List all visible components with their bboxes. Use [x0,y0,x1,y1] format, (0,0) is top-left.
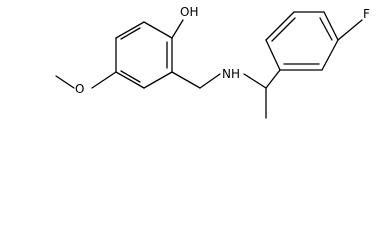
amine-label: NH [222,67,240,81]
fluorine-label: F [363,7,370,21]
fluorophenyl-ring [265,11,339,71]
double-bond-inner [120,27,141,40]
bond-n-ch [243,73,267,89]
double-bond-inner [120,70,141,83]
bond-ome [91,71,117,89]
bond [323,11,339,41]
double-bond-inner [271,17,296,42]
structure-svg: OH NH F O [55,5,370,119]
bond-ch2-n [199,73,221,89]
bond-o-me [55,75,75,89]
phenol-ring [115,21,173,89]
bond [265,11,295,41]
bond-ch-ring [265,69,281,89]
molecule-diagram: OH NH F O [55,5,370,119]
bond-ch2 [171,71,201,89]
bond [143,21,173,39]
double-bond-inner [319,17,333,41]
bond-cf [337,19,363,41]
bond [143,71,173,89]
bond [321,39,339,71]
bond-oh [171,19,184,39]
bond [115,71,145,89]
hydroxyl-label: OH [180,5,198,19]
bond [265,39,281,71]
bond [115,21,145,39]
methoxy-oxygen-label: O [75,82,84,96]
